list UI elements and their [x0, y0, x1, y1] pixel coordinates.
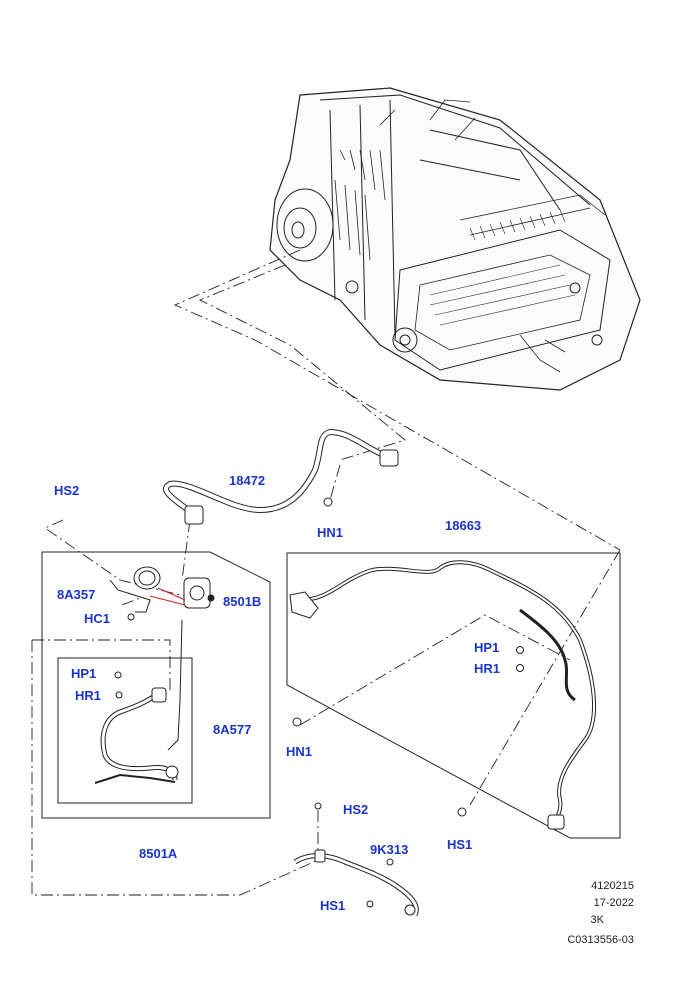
hvac-unit-illustration: [269, 87, 641, 391]
pipe-9k313: [293, 802, 419, 917]
label-hn1-top[interactable]: HN1: [317, 525, 344, 540]
label-hn1-bottom[interactable]: HN1: [286, 744, 313, 759]
label-8501b[interactable]: 8501B: [223, 594, 262, 609]
label-hc1[interactable]: HC1: [84, 611, 111, 626]
valve-8501b: [109, 566, 215, 621]
footer-date-code: 17-2022: [593, 897, 634, 909]
red-arrows: [149, 587, 186, 606]
pipe-assembly-18663: [289, 560, 596, 830]
footer-drawing-id: C0313556-03: [567, 934, 634, 946]
label-hs1-bottom[interactable]: HS1: [320, 898, 346, 913]
leader-lines: [31, 249, 621, 896]
hose-18472: [163, 428, 399, 525]
label-hs1-right[interactable]: HS1: [447, 837, 473, 852]
label-hs2-top[interactable]: HS2: [54, 483, 80, 498]
footer-variant: 3K: [590, 914, 604, 926]
hose-8a577: [94, 619, 183, 784]
label-18472[interactable]: 18472: [229, 473, 266, 488]
label-9k313[interactable]: 9K313: [370, 842, 409, 857]
label-hp1-left[interactable]: HP1: [71, 666, 97, 681]
label-8501a[interactable]: 8501A: [139, 846, 178, 861]
footer-ref-number: 4120215: [591, 880, 634, 892]
label-8a577[interactable]: 8A577: [213, 722, 252, 737]
label-hr1-left[interactable]: HR1: [75, 688, 102, 703]
label-8a357[interactable]: 8A357: [57, 587, 96, 602]
label-hs2-bottom[interactable]: HS2: [343, 802, 369, 817]
label-hp1-right[interactable]: HP1: [474, 640, 500, 655]
assembly-boxes: [41, 551, 621, 839]
label-hr1-right[interactable]: HR1: [474, 661, 501, 676]
label-18663[interactable]: 18663: [445, 518, 482, 533]
